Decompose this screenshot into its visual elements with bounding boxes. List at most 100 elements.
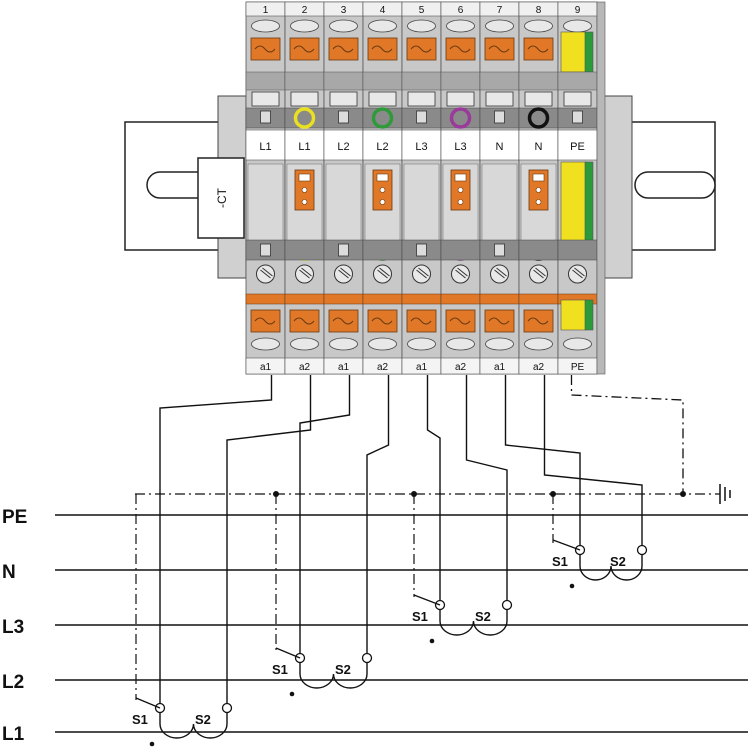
bottom-bar xyxy=(440,293,481,305)
bridge-socket xyxy=(446,91,475,107)
housing-band xyxy=(362,71,403,91)
s2-terminal xyxy=(501,599,513,611)
screw-slot xyxy=(455,269,466,279)
s1-earth-link xyxy=(552,539,581,551)
phase-label: L1 xyxy=(259,141,271,153)
screw-slot xyxy=(301,267,312,277)
bus-line-l2: L2 xyxy=(2,672,748,693)
mid-panel xyxy=(403,163,440,245)
ct-wires-2 xyxy=(299,375,390,658)
ground-icon xyxy=(719,484,731,504)
housing-band xyxy=(557,71,598,91)
bridge-channel-lower xyxy=(518,239,559,261)
screw-slot xyxy=(262,267,273,277)
screw-slot xyxy=(299,269,310,279)
plug-slot-bottom xyxy=(494,243,505,257)
phase-label: L2 xyxy=(376,141,388,153)
plug-slot-bottom xyxy=(338,243,349,257)
screw-slot xyxy=(379,267,390,277)
s2-terminal xyxy=(221,702,233,714)
s2-wire xyxy=(543,375,643,550)
s1-label: S1 xyxy=(412,609,428,624)
knife-window xyxy=(298,173,311,182)
phase-label-box xyxy=(362,129,403,161)
screw-socket xyxy=(251,19,280,33)
bridge-socket xyxy=(563,91,592,107)
knife-pin xyxy=(535,199,542,205)
bus-label: L1 xyxy=(2,724,25,745)
bridge-socket xyxy=(485,91,514,107)
screw-socket-bottom xyxy=(290,337,319,351)
wire-label: a1 xyxy=(494,362,506,373)
phase-label: L1 xyxy=(298,141,310,153)
clamp-mark xyxy=(410,317,432,325)
polarity-dot xyxy=(149,741,155,747)
plug-slot-top xyxy=(338,110,349,124)
bus-line-pe: PE xyxy=(2,507,748,528)
marker-ring-top xyxy=(293,107,316,129)
ct-coil xyxy=(579,554,643,581)
clamp-mark xyxy=(332,317,354,325)
housing-band xyxy=(284,71,325,91)
screw-slot xyxy=(416,269,427,279)
marker-ring-top xyxy=(371,107,394,129)
screw-socket-bottom xyxy=(329,337,358,351)
plug-slot-top xyxy=(572,110,583,124)
screw-slot xyxy=(260,269,271,279)
s1-label: S1 xyxy=(552,554,568,569)
screw-socket xyxy=(329,19,358,33)
s2-wire xyxy=(366,375,390,658)
phase-label-box xyxy=(440,129,481,161)
clamp-mark xyxy=(449,317,471,325)
bridge-channel-lower xyxy=(557,239,598,261)
terminal-number: 3 xyxy=(341,5,347,16)
s1-earth-link xyxy=(413,594,441,606)
plug-slot-bottom xyxy=(260,243,271,257)
bridge-socket xyxy=(368,91,397,107)
screw-slot xyxy=(572,269,583,279)
phase-label-box xyxy=(518,129,559,161)
plug-slot-bottom xyxy=(416,243,427,257)
ct-wires-4 xyxy=(504,375,643,550)
polarity-dot xyxy=(289,691,295,697)
s1-wire xyxy=(159,375,273,708)
pe-yellow-strip xyxy=(560,31,587,73)
screw-slot xyxy=(533,269,544,279)
screw-socket-bottom xyxy=(407,337,436,351)
screw-slot xyxy=(418,267,429,277)
screw-socket xyxy=(290,19,319,33)
bridge-channel-lower xyxy=(284,239,325,261)
s2-label: S2 xyxy=(475,609,491,624)
wire-label: a2 xyxy=(377,362,389,373)
screw-socket-bottom xyxy=(563,337,592,351)
bus-line-l1: L1 xyxy=(2,724,748,745)
current-transformer-3: S1 S2 xyxy=(412,594,513,644)
junction-dot xyxy=(680,491,686,497)
screw-slot xyxy=(496,267,507,277)
phase-label-box xyxy=(401,129,442,161)
clamp-mark xyxy=(488,317,510,325)
screw-slot xyxy=(340,267,351,277)
bottom-bar xyxy=(479,293,520,305)
housing-band xyxy=(440,71,481,91)
s2-wire xyxy=(226,375,312,708)
knife-pin xyxy=(379,187,386,193)
s1-label: S1 xyxy=(272,662,288,677)
ct-coil xyxy=(299,662,368,689)
clamp-mark xyxy=(449,45,471,53)
screw-socket xyxy=(563,19,592,33)
plug-slot-top xyxy=(494,110,505,124)
clamp-mark xyxy=(527,45,549,53)
bus-line-n: N xyxy=(2,562,748,583)
knife-pin xyxy=(301,187,308,193)
bus-line-l3: L3 xyxy=(2,617,748,638)
screw-socket-bottom xyxy=(368,337,397,351)
